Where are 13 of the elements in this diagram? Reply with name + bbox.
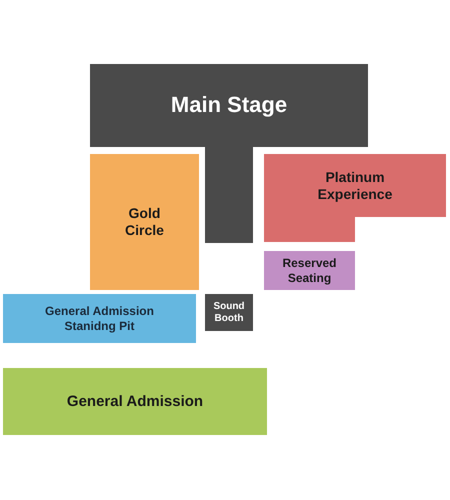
section-label: Gold Circle (124, 205, 165, 239)
seating-section (264, 154, 446, 242)
section-label: Reserved Seating (281, 256, 338, 285)
stage-label: Main Stage (170, 92, 288, 119)
seating-section (264, 251, 355, 290)
section-label: Sound Booth (212, 300, 246, 324)
seating-section (90, 154, 199, 290)
seating-section (3, 294, 196, 343)
seating-section (3, 368, 267, 435)
section-label: Platinum Experience (316, 168, 394, 202)
section-label: General Admission Stanidng Pit (44, 304, 155, 333)
section-label: General Admission (66, 392, 204, 410)
sound-booth (205, 294, 253, 331)
